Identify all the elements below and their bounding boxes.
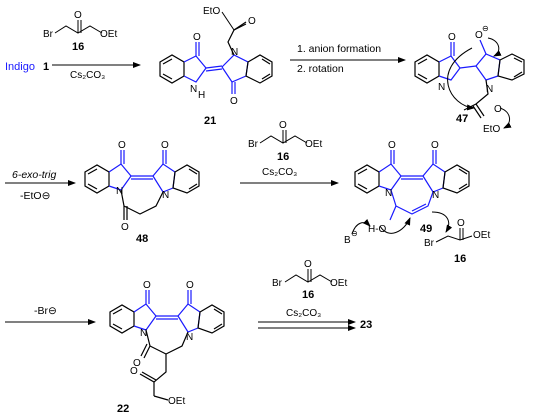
carbonyl-o-label: O: [74, 10, 82, 21]
c21-o-bottom: O: [230, 96, 238, 107]
bromine-label-3: Br: [272, 278, 283, 289]
compound-49-label: 49: [420, 223, 432, 235]
compound-22-structure: [109, 290, 225, 401]
reagent-bromoester-row1: [54, 20, 103, 34]
base-label-3: Cs₂CO₃: [286, 308, 321, 319]
bromine-label-2: Br: [248, 139, 259, 150]
compound-16-label-2: 16: [277, 151, 289, 163]
compound-47-structure: [414, 39, 525, 119]
c49-n-right: N: [432, 190, 439, 201]
oet-under-49: OEt: [473, 230, 490, 241]
c22-o-left: O: [143, 280, 151, 291]
c47-n-left: N: [438, 82, 445, 93]
c22-oet: OEt: [168, 396, 185, 407]
bromoester-under-49: [435, 228, 473, 243]
oet-label-3: OEt: [330, 278, 347, 289]
c22-o-bottom: O: [133, 358, 141, 369]
compound-21-structure: [159, 21, 273, 94]
compound-47-label: 47: [456, 113, 468, 125]
carbonyl-o-label-3: O: [304, 259, 312, 270]
compound-1-label: 1: [43, 61, 49, 73]
step3-name: 6-exo-trig: [12, 169, 57, 181]
c21-nh-h: H: [198, 90, 205, 101]
base-label: Cs₂CO₃: [70, 70, 105, 81]
c47-o-anion: O: [475, 30, 483, 41]
compound-22-label: 22: [117, 403, 129, 415]
c21-ester-o: O: [248, 16, 256, 27]
base-b-charge: ⊖: [351, 229, 358, 238]
br-under-49: Br: [424, 238, 435, 249]
c21-nh-n: N: [190, 84, 197, 95]
c49-ho: H-O: [368, 224, 387, 235]
c47-n-right: N: [486, 84, 493, 95]
c49-o-right: O: [431, 140, 439, 151]
base-label-2: Cs₂CO₃: [262, 167, 297, 178]
c48-o-right: O: [161, 140, 169, 151]
bromine-label: Br: [43, 29, 54, 40]
indigo-label: Indigo: [5, 61, 35, 73]
step2-line2: 2. rotation: [297, 63, 344, 75]
compound-16-label-4: 16: [302, 289, 314, 301]
c22-n-left: N: [140, 328, 147, 339]
reagent-bromoester-row3: [284, 269, 333, 283]
compound-16-label-3: 16: [454, 253, 466, 265]
c48-n-left: N: [116, 186, 123, 197]
c49-n-left: N: [385, 188, 392, 199]
c22-o-right: O: [186, 280, 194, 291]
c48-o-left: O: [118, 140, 126, 151]
c21-n: N: [231, 47, 238, 58]
compound-48-structure: [84, 150, 200, 220]
c47-o-top: O: [448, 32, 456, 43]
c47-eto: EtO: [483, 124, 500, 135]
c47-ester-o: O: [494, 104, 502, 115]
c22-ester-o: O: [130, 366, 138, 377]
compound-16-label: 16: [72, 41, 84, 53]
o-under-49: O: [457, 218, 465, 229]
step3-byproduct: -EtO⊖: [20, 190, 51, 202]
base-b: B: [344, 235, 351, 246]
step5-byproduct: -Br⊖: [34, 305, 57, 317]
oet-label-2: OEt: [305, 139, 322, 150]
c21-eto: EtO: [203, 6, 220, 17]
compound-49-structure: [354, 150, 470, 221]
oet-label: OEt: [100, 29, 117, 40]
carbonyl-o-label-2: O: [279, 120, 287, 131]
c48-n-right: N: [162, 190, 169, 201]
c22-n-right: N: [186, 332, 193, 343]
compound-23-label: 23: [360, 319, 372, 331]
reagent-bromoester-row2: [259, 130, 308, 144]
compound-48-label: 48: [136, 233, 148, 245]
compound-21-label: 21: [204, 115, 216, 127]
c21-o-top: O: [193, 32, 201, 43]
step2-line1: 1. anion formation: [297, 43, 381, 55]
c48-o-bottom: O: [121, 222, 129, 233]
c49-o-left: O: [388, 140, 396, 151]
c47-anion-charge: ⊖: [482, 24, 489, 33]
